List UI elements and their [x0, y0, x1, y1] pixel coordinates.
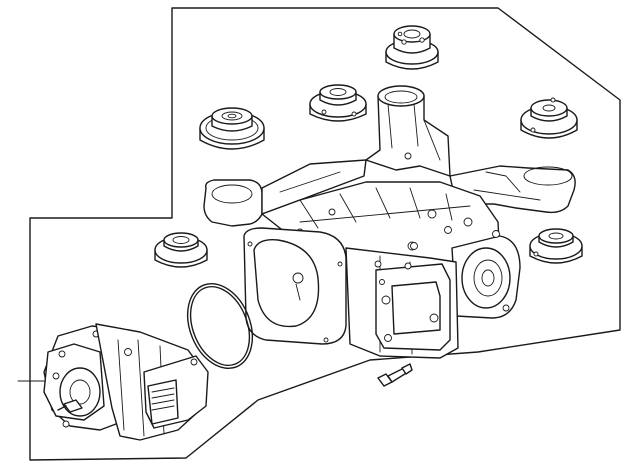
diagram-panel-border — [29, 7, 621, 461]
mount-bushing-upper-middle[interactable] — [309, 84, 367, 122]
mount-bushing-left[interactable] — [154, 232, 208, 268]
mount-bushing-lower-right[interactable] — [529, 228, 583, 264]
mount-bushing-top[interactable] — [385, 25, 439, 70]
mount-bushing-upper-left[interactable] — [199, 107, 265, 150]
axle-housing[interactable] — [203, 85, 576, 359]
breather-fitting[interactable] — [377, 363, 413, 387]
cover-o-ring-gasket[interactable] — [176, 274, 265, 378]
coupling-unit[interactable] — [43, 323, 209, 441]
mount-bushing-right[interactable] — [520, 97, 578, 139]
